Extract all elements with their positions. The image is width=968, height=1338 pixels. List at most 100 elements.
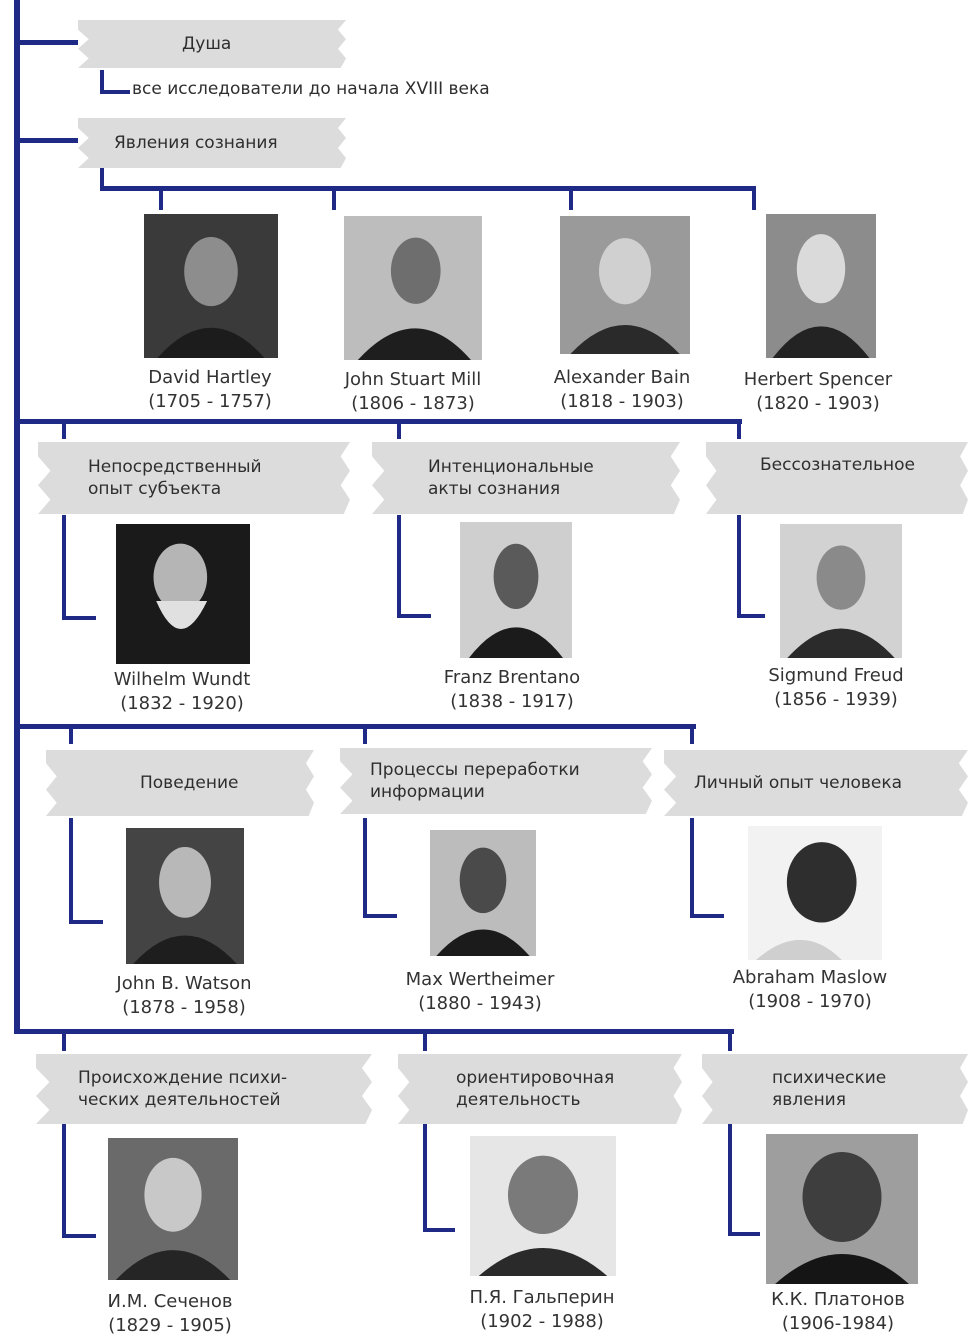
person-name: Alexander Bain: [553, 367, 691, 388]
row3-tick-2: [363, 724, 367, 744]
row3-elbow-1: [69, 920, 103, 924]
portrait-spencer: [766, 214, 876, 358]
person-years: (1838 - 1917): [450, 691, 574, 712]
row2-tick-1: [62, 419, 66, 439]
row2-drop-1: [62, 515, 66, 620]
row2-drop-2: [397, 515, 401, 618]
row4-elbow-3: [728, 1232, 760, 1236]
person-spencer: Herbert Spencer (1820 - 1903): [718, 368, 918, 416]
banner-immediate-experience: Непосредственный опыт субъекта: [38, 442, 350, 514]
row3-drop-2: [363, 818, 367, 918]
banner-label: Личный опыт человека: [694, 773, 903, 793]
portrait-maslow: [748, 826, 882, 960]
row2-elbow-3: [737, 614, 765, 618]
person-wertheimer: Max Wertheimer (1880 - 1943): [380, 968, 580, 1016]
banner-behavior: Поведение: [46, 750, 314, 816]
person-galperin: П.Я. Гальперин (1902 - 1988): [442, 1286, 642, 1334]
branch-line-consciousness: [14, 138, 78, 143]
row4-elbow-1: [62, 1234, 96, 1238]
person-watson: John B. Watson (1878 - 1958): [84, 972, 284, 1020]
portrait-bain: [560, 216, 690, 354]
row3-elbow-2: [363, 914, 397, 918]
person-brentano: Franz Brentano (1838 - 1917): [412, 666, 612, 714]
row4-bar: [14, 1029, 734, 1034]
banner-information-processing: Процессы переработки информации: [340, 748, 652, 814]
row4-tick-2: [423, 1029, 427, 1051]
row3-drop-1: [69, 818, 73, 924]
portrait-platonov: [766, 1134, 918, 1284]
person-name: John B. Watson: [116, 973, 252, 994]
person-hartley: David Hartley (1705 - 1757): [110, 366, 310, 414]
portrait-wundt: [116, 524, 250, 664]
banner-label: Бессознательное: [760, 455, 916, 475]
row4-tick-3: [728, 1029, 732, 1051]
person-freud: Sigmund Freud (1856 - 1939): [736, 664, 936, 712]
soul-note: все исследователи до начала XVIII века: [132, 79, 490, 99]
portrait-freud: [780, 524, 902, 658]
person-name: К.К. Платонов: [771, 1289, 905, 1310]
banner-label: Душа: [182, 34, 232, 54]
portrait-galperin: [470, 1136, 616, 1276]
portrait-hartley: [144, 214, 278, 358]
banner-consciousness: Явления сознания: [78, 118, 346, 168]
row4-drop-2: [423, 1124, 427, 1232]
person-name: David Hartley: [148, 367, 272, 388]
banner-mental-phenomena: психические явления: [702, 1054, 968, 1124]
person-bain: Alexander Bain (1818 - 1903): [522, 366, 722, 414]
person-years: (1906-1984): [781, 1313, 895, 1334]
person-name: John Stuart Mill: [344, 369, 482, 390]
tick-hartley: [159, 186, 163, 210]
row2-elbow-1: [62, 616, 96, 620]
person-years: (1902 - 1988): [480, 1311, 604, 1332]
banner-label: психические явления: [772, 1068, 887, 1110]
row4-elbow-2: [423, 1228, 455, 1232]
row4-drop-1: [62, 1124, 66, 1238]
banner-label: ориентировочная деятельность: [456, 1068, 615, 1110]
portrait-watson: [126, 828, 244, 964]
banner-origin-of-activity: Происхождение психи- ческих деятельносте…: [36, 1054, 372, 1124]
banner-label: Непосредственный опыт субъекта: [88, 457, 262, 499]
person-name: Max Wertheimer: [405, 969, 555, 990]
banner-soul: Душа: [78, 20, 346, 68]
portrait-wertheimer: [430, 830, 536, 956]
person-name: П.Я. Гальперин: [469, 1287, 615, 1308]
row4-tick-1: [62, 1029, 66, 1051]
person-years: (1880 - 1943): [418, 993, 542, 1014]
person-name: Abraham Maslow: [732, 967, 888, 988]
banner-personal-experience: Личный опыт человека: [664, 750, 968, 816]
consciousness-bar: [100, 186, 756, 191]
banner-orienting-activity: ориентировочная деятельность: [398, 1054, 682, 1124]
row3-tick-3: [690, 724, 694, 744]
row3-elbow-3: [690, 914, 724, 918]
tick-mill: [332, 186, 336, 210]
banner-unconscious: Бессознательное: [706, 442, 968, 514]
banner-label: Процессы переработки информации: [370, 760, 580, 802]
banner-label: Поведение: [140, 773, 239, 793]
row2-bar: [14, 419, 742, 424]
row2-drop-3: [737, 515, 741, 618]
person-years: (1878 - 1958): [122, 997, 246, 1018]
row2-tick-3: [737, 419, 741, 439]
branch-line-soul: [14, 40, 78, 45]
person-years: (1818 - 1903): [560, 391, 684, 412]
banner-intentional-acts: Интенциональные акты сознания: [372, 442, 680, 514]
tick-bain: [569, 186, 573, 210]
person-name: Sigmund Freud: [768, 665, 904, 686]
person-sechenov: И.М. Сеченов (1829 - 1905): [70, 1290, 270, 1338]
person-name: Franz Brentano: [443, 667, 581, 688]
person-platonov: К.К. Платонов (1906-1984): [738, 1288, 938, 1336]
portrait-brentano: [460, 522, 572, 658]
person-maslow: Abraham Maslow (1908 - 1970): [710, 966, 910, 1014]
banner-label: Происхождение психи- ческих деятельносте…: [78, 1068, 288, 1110]
portrait-sechenov: [108, 1138, 238, 1280]
person-years: (1705 - 1757): [148, 391, 272, 412]
row4-drop-3: [728, 1124, 732, 1236]
row2-tick-2: [397, 419, 401, 439]
row3-bar: [14, 724, 696, 729]
person-years: (1832 - 1920): [120, 693, 244, 714]
row3-tick-1: [69, 724, 73, 744]
banner-label: Явления сознания: [114, 133, 278, 153]
person-years: (1806 - 1873): [351, 393, 475, 414]
person-years: (1829 - 1905): [108, 1315, 232, 1336]
person-years: (1856 - 1939): [774, 689, 898, 710]
